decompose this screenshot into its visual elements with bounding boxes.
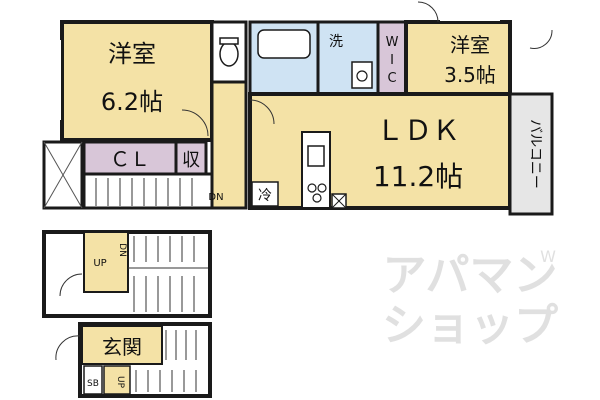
balcony-label: バルコニー [527, 119, 543, 189]
stove-burner-1 [307, 183, 317, 193]
shoe-box [83, 365, 103, 395]
door-arc-room1 [181, 109, 209, 137]
western-room-1-size: 6.2帖 [101, 88, 163, 116]
entrance-area [81, 325, 163, 365]
stove-burner-2 [317, 183, 327, 193]
balcony-area [508, 92, 554, 216]
western-room-1-area [60, 20, 214, 142]
closet-area [82, 140, 178, 176]
stair-up-bottom-label: UP [115, 376, 125, 389]
watermark-line1: アパマン [382, 250, 557, 301]
middle-stair-steps [133, 236, 195, 312]
western-room-1-name: 洋室 [108, 40, 156, 68]
washbasin-icon [351, 61, 373, 89]
watermark-mark: W [540, 247, 556, 266]
stair-dn-top-label: DN [208, 192, 223, 203]
ground-hall [103, 365, 131, 395]
western-room-2-size: 3.5帖 [444, 63, 496, 87]
upper-floor [42, 1, 554, 216]
ldk-name: ＬＤＫ [376, 114, 460, 147]
ldk-area [248, 92, 512, 210]
middle-landing [83, 231, 129, 293]
watermark-logo: アパマン ショップ W [382, 247, 558, 351]
shoe-box-label: SB [87, 379, 99, 389]
void-cross-2 [43, 141, 83, 209]
storage-label: 収 [182, 150, 200, 171]
stair-dn-mid-label: DN [117, 243, 127, 257]
middle-floor [42, 230, 212, 318]
kitchen-counter [301, 131, 331, 209]
washroom-label: 洗 [329, 34, 343, 50]
bathtub-icon [257, 29, 311, 59]
middle-door-arc [59, 273, 83, 297]
stove-burner-3 [312, 193, 322, 203]
watermark-line2: ショップ [382, 300, 558, 351]
toilet-bowl-icon [219, 41, 239, 67]
upper-stair-steps [95, 178, 193, 206]
stair-up-mid-label: UP [93, 258, 106, 269]
wic-label-w: W [386, 35, 399, 50]
western-room-2-name: 洋室 [450, 33, 490, 57]
closet-label: ＣＬ [110, 147, 150, 171]
upper-stair-area [82, 172, 214, 210]
fridge-label: 冷 [258, 188, 272, 204]
entrance-label: 玄関 [102, 335, 142, 359]
ground-floor [55, 322, 212, 398]
door-arc-entry [417, 1, 439, 23]
fridge-space [251, 181, 279, 207]
toilet-tank-icon [219, 37, 239, 45]
entry-door-arc [55, 335, 81, 361]
kitchen-sink [307, 145, 325, 167]
ldk-size: 11.2帖 [373, 160, 463, 193]
wic-label-c: C [387, 71, 396, 86]
wic-label-i: I [390, 53, 394, 68]
door-arc-balcony [529, 29, 553, 49]
door-arc-ldk [249, 99, 275, 125]
ground-stair-steps [135, 330, 197, 392]
